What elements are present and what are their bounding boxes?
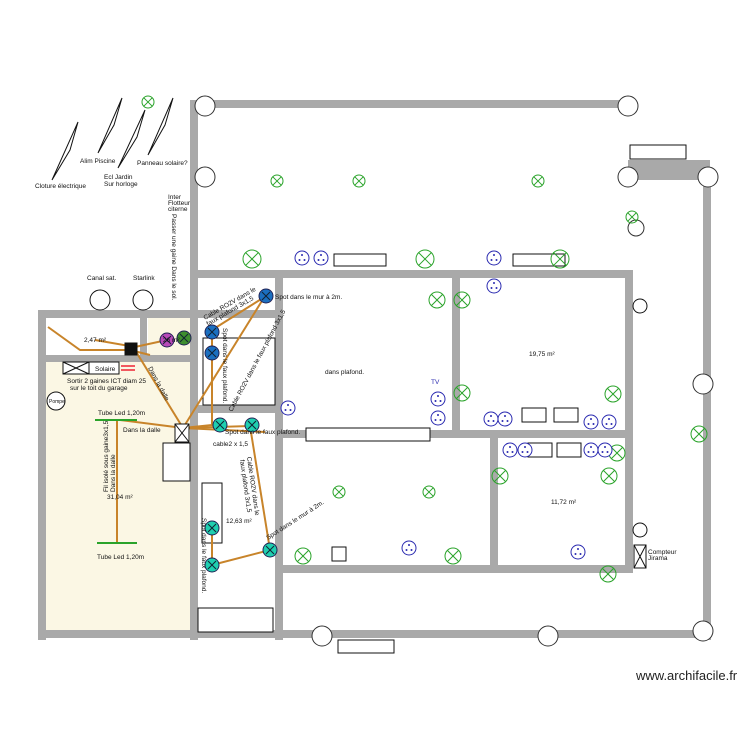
solar-cable-mark [121,365,135,371]
cable [47,326,151,356]
ceiling-light-icon [690,425,708,443]
label-starlink: Starlink [133,275,155,282]
label-room1-area: 19,75 m² [529,351,555,358]
ceiling-light-icon [491,467,509,485]
spot-light-icon [258,288,274,304]
label-room2-area: 11,72 m² [551,499,577,506]
ceiling-light-icon [453,291,471,309]
pillars [194,95,719,647]
label-sortir-2: sur le toit du garage [70,385,128,392]
label-panneau: Panneau solaire? [137,160,188,167]
spot-light-icon [176,330,192,346]
label-alim-piscine: Alim Piscine [80,158,116,165]
power-outlet-icon [313,250,329,266]
label-sortir-1: Sortir 2 gaines ICT diam 25 [67,378,146,385]
ceiling-light-icon [242,249,262,269]
ceiling-light-icon [444,547,462,565]
ceiling-light-icon [604,385,622,403]
label-fil-isole-2: Dans la dalle [110,454,117,492]
label-ecl-jardin: Ecl Jardin [104,174,133,181]
spot-light-icon [212,417,228,433]
led-tubes [95,419,137,544]
label-fil-isole-1: Fil isolé sous gaine3x1,5 [103,420,110,492]
label-dans-dalle: Dans la dalle [123,427,161,434]
label-kitchen-area: 12,63 m² [226,518,252,525]
power-outlet-icon [430,410,446,426]
power-outlet-icon [601,414,617,430]
label-spot-mur-bottom: Spot dans le mur à 2m. [265,499,325,542]
power-outlet-icon [583,442,599,458]
label-tube-led-bottom: Tube Led 1,20m [97,554,144,561]
label-tv: TV [431,379,440,386]
power-outlet-icon [294,250,310,266]
power-outlet-icon [497,411,513,427]
label-spot-faux-plafond-k: Spot dans le faux plafond. [200,518,207,593]
equipment [46,289,648,569]
spot-light-icon [204,324,220,340]
label-compteur: Compteur [648,549,677,556]
power-outlet-icon [401,540,417,556]
label-garage-area: 31,04 m² [107,494,133,501]
power-outlet-icon [583,414,599,430]
label-citerne: citerne [168,206,188,213]
label-area-small-2: 26 m² [163,337,180,344]
label-spot-faux-plafond-v: Spot dans le faux plafond. [221,328,228,403]
label-spot-faux-plafond-h: Spot dans le faux plafond. [225,429,300,436]
label-canal-sat: Canal sat. [87,275,116,282]
label-pompe: Pompe [49,399,65,405]
outdoor-arrows [51,97,174,181]
ceiling-light-icon [531,174,545,188]
ceiling-light-icon [550,249,570,269]
power-outlet-icon [430,391,446,407]
ceiling-light-icon [415,249,435,269]
label-cloture: Cloture électrique [35,183,86,190]
label-jirama: Jirama [648,555,668,562]
spot-light-icon [244,417,260,433]
label-flotteur: Flotteur [168,200,191,207]
ceiling-light-icon [270,174,284,188]
ceiling-light-icon [599,565,617,583]
ceiling-light-icon [608,444,626,462]
ceiling-light-icon [332,485,346,499]
walls [38,100,711,640]
label-spot-mur-top: Spot dans le mur à 2m. [275,294,342,301]
spot-light-icon [204,345,220,361]
power-outlet-icon [486,278,502,294]
power-outlet-icon [280,400,296,416]
label-ecl-jardin-2: Sur horloge [104,181,138,188]
ceiling-light-icon [428,291,446,309]
label-dans-plafond: dans plafond. [325,369,364,376]
power-outlet-icon [483,411,499,427]
label-inter: Inter [168,194,182,201]
label-cable2: cable2 x 1,5 [213,441,248,448]
spot-light-icon [262,542,278,558]
label-tube-led-top: Tube Led 1,20m [98,410,145,417]
power-outlet-icon [502,442,518,458]
spots [159,288,278,573]
ceiling-light-icon [294,547,312,565]
spot-light-icon [204,520,220,536]
ceiling-light-icon [141,95,155,109]
power-outlet-icon [597,442,613,458]
ceiling-light-icon [453,384,471,402]
power-outlet-icon [517,442,533,458]
ceiling-light-icon [600,467,618,485]
label-solaire: Solaire [95,366,116,373]
sockets [280,250,617,560]
watermark: www.archifacile.fr [636,668,738,683]
ceiling-light-icon [625,210,639,224]
label-gaine-sol: Passer une gaine Dans le sol. [170,214,177,301]
power-outlet-icon [570,544,586,560]
label-area-small-1: 2,47 m² [84,337,107,344]
spot-light-icon [204,557,220,573]
spot-light-icon [159,332,175,348]
ceiling-light-icon [352,174,366,188]
ceiling-light-icon [422,485,436,499]
lamps [141,95,708,583]
power-outlet-icon [486,250,502,266]
